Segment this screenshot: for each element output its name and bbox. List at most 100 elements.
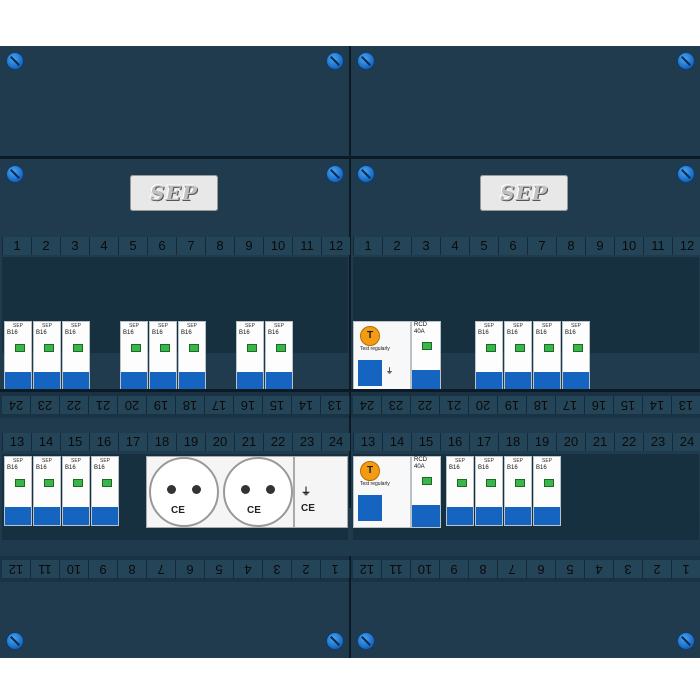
screw-icon[interactable] (677, 52, 695, 70)
circuit-number: 23 (382, 396, 411, 414)
status-indicator (515, 479, 525, 487)
breaker-lever[interactable] (476, 507, 502, 525)
breaker-lever[interactable] (476, 372, 502, 390)
screw-icon[interactable] (677, 632, 695, 650)
circuit-number: 11 (382, 560, 411, 578)
rcd-module[interactable]: T Test regularly ⏚ (353, 321, 411, 393)
brand-logo: SEP (130, 175, 218, 211)
screw-icon[interactable] (357, 165, 375, 183)
rating-label: B16 (478, 330, 489, 336)
circuit-number: 16 (440, 433, 469, 451)
brand-label: SEP (128, 323, 139, 329)
circuit-number: 22 (411, 396, 440, 414)
status-indicator (486, 479, 496, 487)
circuit-number: 6 (527, 560, 556, 578)
brand-label: SEP (541, 458, 552, 464)
screw-icon[interactable] (6, 632, 24, 650)
circuit-number: 1 (672, 560, 700, 578)
ce-mark-icon: CE (247, 505, 261, 516)
rcd-lever[interactable] (358, 495, 382, 521)
rating-label: B16 (7, 465, 18, 471)
circuit-number: 16 (585, 396, 614, 414)
screw-icon[interactable] (6, 52, 24, 70)
rcd-module[interactable]: T Test regularly (353, 456, 411, 528)
breaker-lever[interactable] (34, 507, 60, 525)
circuit-number: 24 (321, 433, 350, 451)
screw-icon[interactable] (326, 52, 344, 70)
breaker-lever[interactable] (121, 372, 147, 390)
breaker-lever[interactable] (5, 507, 31, 525)
brand-label: SEP (570, 323, 581, 329)
circuit-number: 22 (263, 433, 292, 451)
screw-icon[interactable] (357, 52, 375, 70)
bottom-cover (0, 582, 700, 658)
breaker-lever[interactable] (505, 372, 531, 390)
breaker-lever[interactable] (563, 372, 589, 390)
circuit-number: 13 (2, 433, 31, 451)
circuit-number: 10 (411, 560, 440, 578)
breaker-lever[interactable] (34, 372, 60, 390)
rating-label: B16 (65, 465, 76, 471)
test-button[interactable]: T (360, 461, 380, 481)
screw-icon[interactable] (326, 632, 344, 650)
circuit-number: 12 (353, 560, 382, 578)
breaker-lever[interactable] (5, 372, 31, 390)
circuit-number: 17 (118, 433, 147, 451)
status-indicator (486, 344, 496, 352)
breaker-lever[interactable] (63, 507, 89, 525)
rcd-module[interactable]: RCD 40A (411, 321, 441, 393)
breaker-lever[interactable] (63, 372, 89, 390)
circuit-number: 8 (469, 560, 498, 578)
screw-icon[interactable] (357, 632, 375, 650)
circuit-number: 18 (527, 396, 556, 414)
power-socket[interactable] (223, 457, 293, 527)
breaker-lever[interactable] (150, 372, 176, 390)
circuit-number: 18 (147, 433, 176, 451)
power-socket[interactable] (149, 457, 219, 527)
rating-label: B16 (507, 330, 518, 336)
ce-mark-icon: CE (171, 505, 185, 516)
rcd-module[interactable]: RCD 40A (411, 456, 441, 528)
circuit-number: 10 (60, 560, 89, 578)
screw-icon[interactable] (326, 165, 344, 183)
test-button[interactable]: T (360, 326, 380, 346)
screw-icon[interactable] (677, 165, 695, 183)
top-cover-right (351, 46, 700, 156)
rcd-lever[interactable] (358, 360, 382, 386)
breaker-lever[interactable] (237, 372, 263, 390)
breaker-lever[interactable] (505, 507, 531, 525)
breaker-lever[interactable] (447, 507, 473, 525)
breaker-lever[interactable] (92, 507, 118, 525)
circuit-number: 23 (31, 396, 60, 414)
screw-icon[interactable] (6, 165, 24, 183)
breaker-lever[interactable] (266, 372, 292, 390)
breaker-lever[interactable] (179, 372, 205, 390)
circuit-number-strip: 1 2 3 4 5 6 7 8 9 10 11 12 (353, 237, 700, 255)
rating-label: B16 (536, 330, 547, 336)
breaker-lever[interactable] (534, 507, 560, 525)
status-indicator (457, 479, 467, 487)
breaker-lever[interactable] (534, 372, 560, 390)
